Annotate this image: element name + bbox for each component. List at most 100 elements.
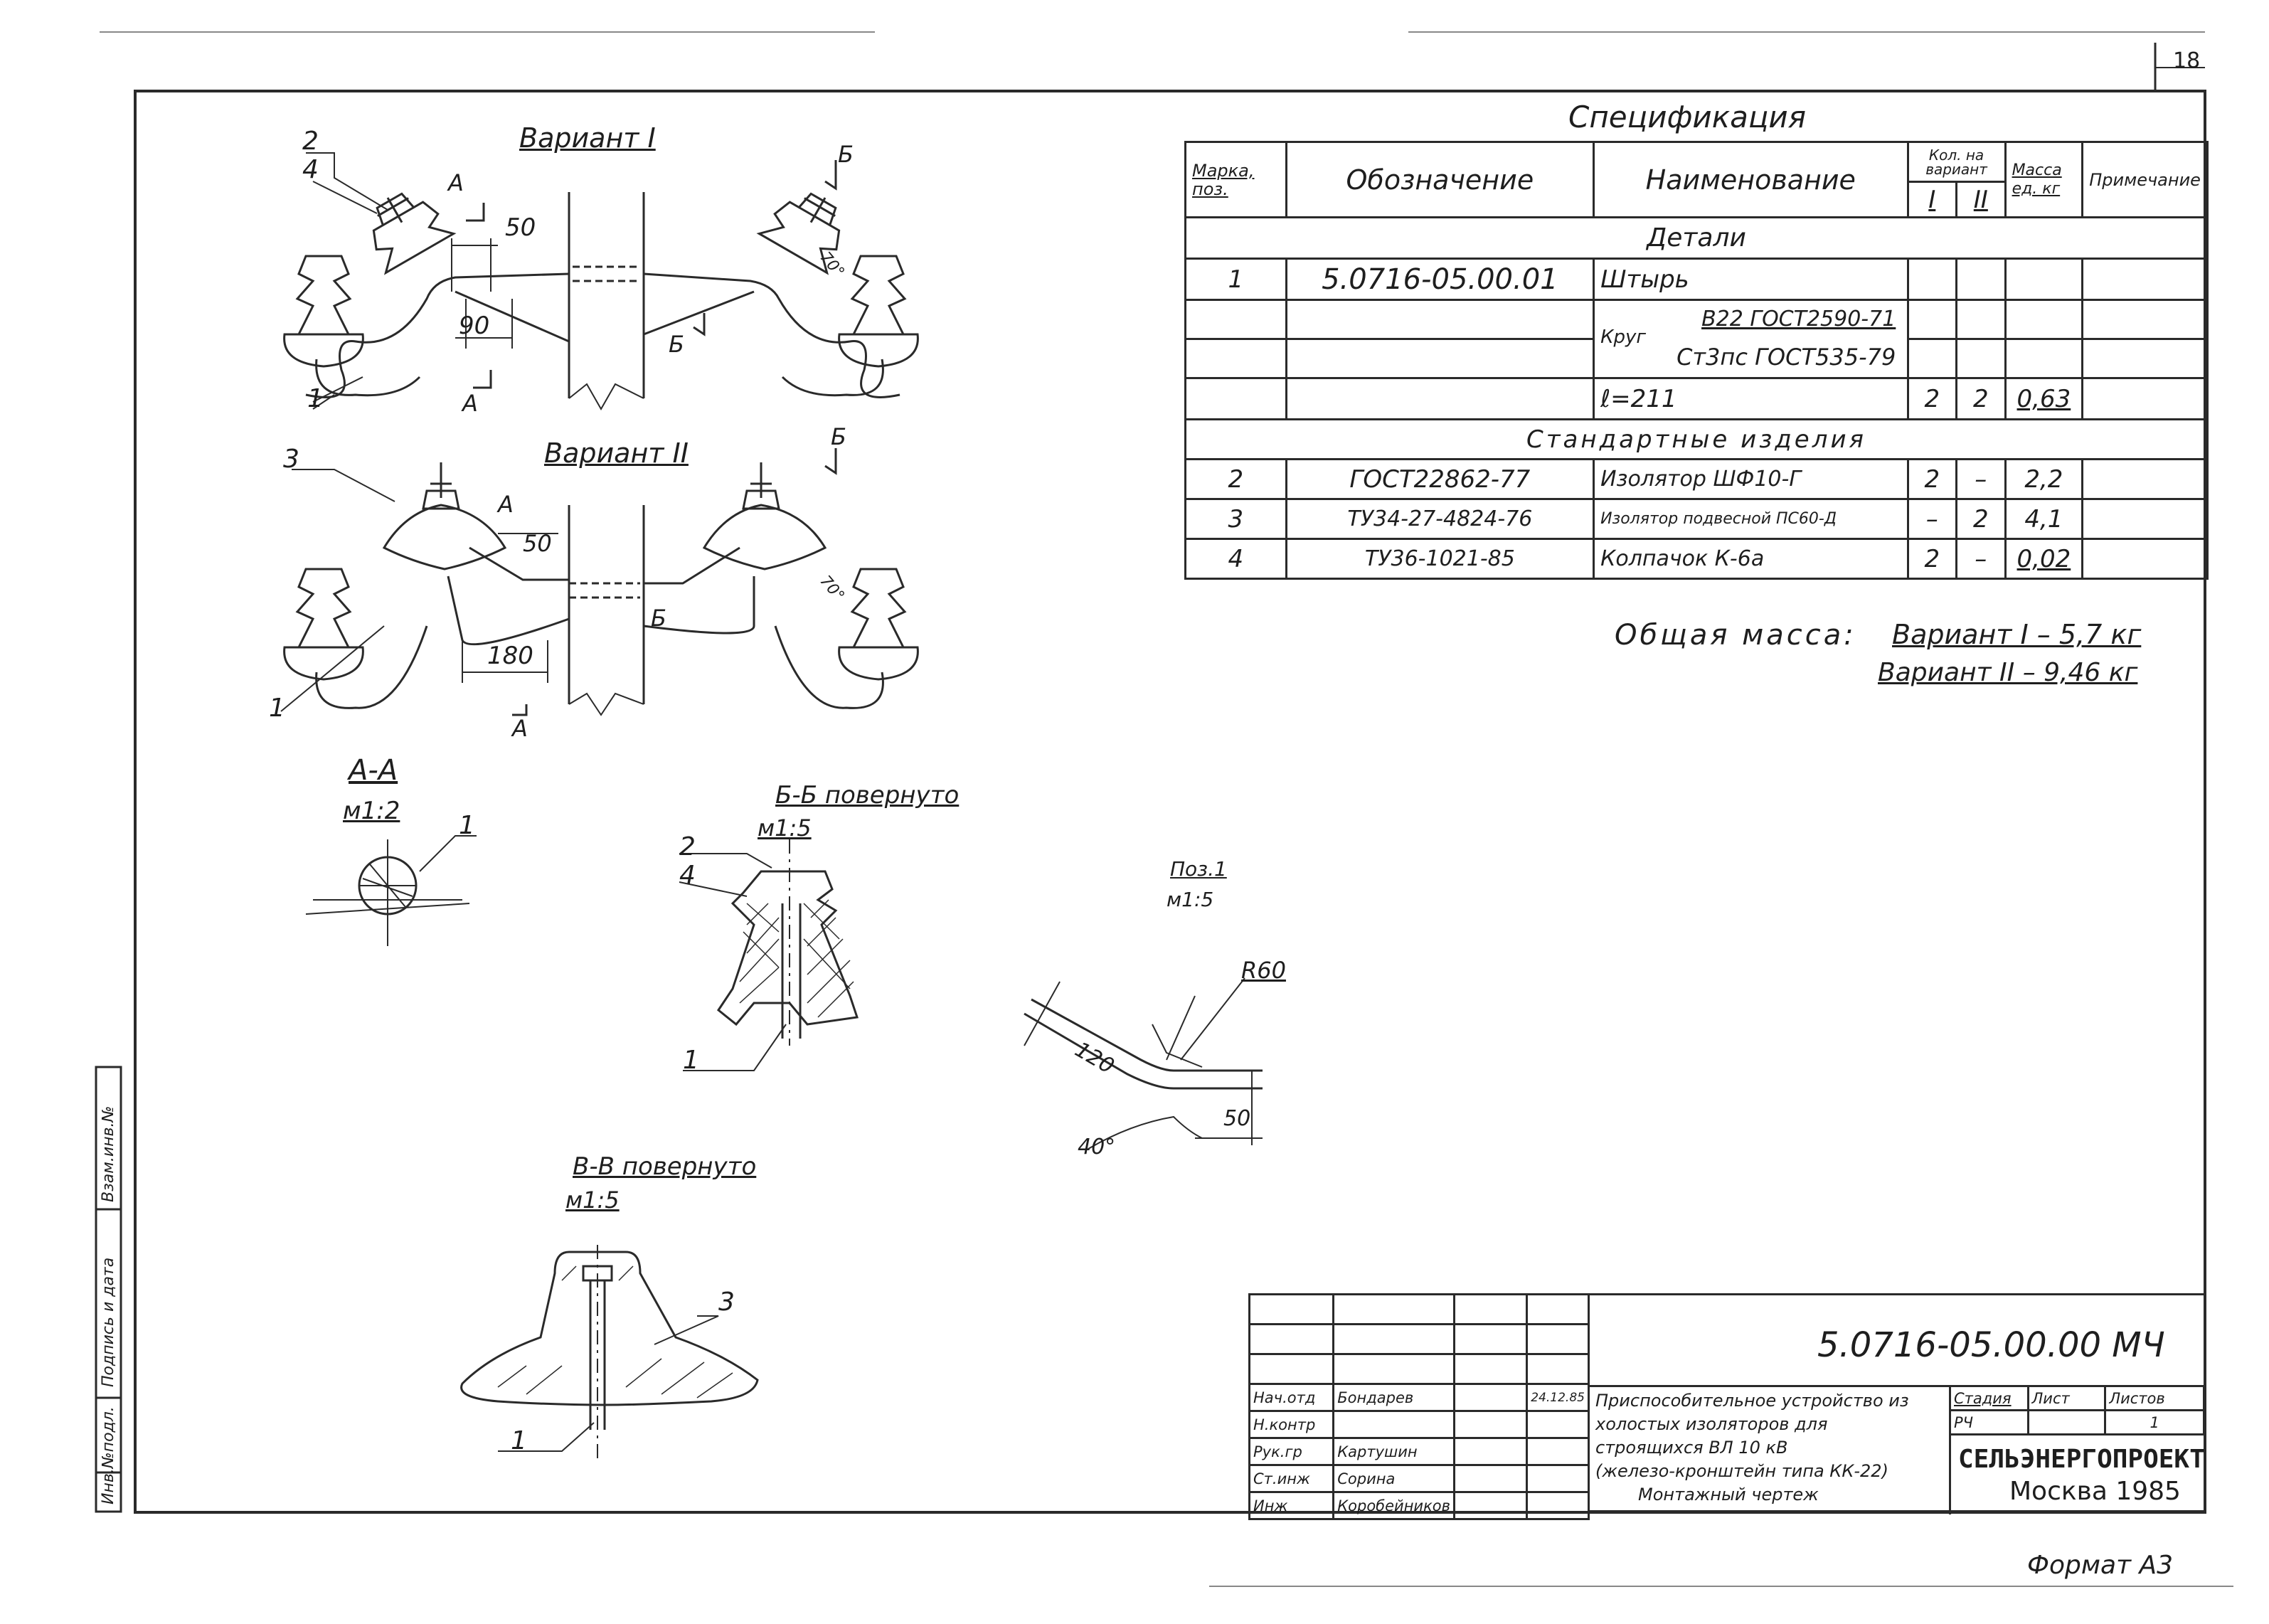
spec-row2-q1: 2 (1906, 458, 1958, 500)
spec-row3-designation: ТУ34-27-4824-76 (1285, 498, 1595, 540)
tb-date: 24.12.85 (1526, 1383, 1590, 1412)
title-block-left: Нач.отд Бондарев 24.12.85 Н.контр Рук.гр… (1248, 1293, 1590, 1520)
spec-rlen-q1: 2 (1906, 377, 1958, 420)
label-cut-b-mid-v1: Б (669, 331, 684, 358)
label-cut-a-top-v1: А (448, 169, 464, 196)
label-cut-b-top-v1: Б (838, 141, 854, 168)
label-pos2-bb: 2 (679, 832, 696, 861)
spec-row4-name: Колпачок К-6а (1593, 538, 1909, 580)
spec-header-qty-v2: II (1955, 181, 2007, 218)
section-aa-title: А-А (349, 754, 398, 787)
label-cut-b-top-v2: Б (831, 423, 846, 450)
spec-header-name: Наименование (1593, 141, 1909, 218)
section-bb-scale: м1:5 (758, 814, 812, 842)
spec-row2-name: Изолятор ШФ10-Г (1593, 458, 1909, 500)
spec-header-mark: Марка, поз. (1184, 141, 1287, 218)
label-pos2-v1: 2 (302, 127, 319, 156)
tb-sign-0 (1453, 1383, 1529, 1412)
dim-50-v2: 50 (523, 530, 552, 557)
dim-90-v1: 90 (459, 312, 490, 340)
tb-name-0: Бондарев (1332, 1383, 1456, 1412)
spec-header-qty-v1: I (1906, 181, 1958, 218)
tb-sheet-header: Лист (2026, 1385, 2107, 1411)
spec-total-v2: Вариант II – 9,46 кг (1878, 658, 2138, 687)
spec-row3-q1: – (1906, 498, 1958, 540)
spec-header-mass: Масса ед. кг (2004, 141, 2084, 218)
spec-row1-designation: 5.0716-05.00.01 (1285, 258, 1595, 301)
spec-row3-q2: 2 (1955, 498, 2007, 540)
stamp-inv-label: Инв.№подл. (100, 1406, 117, 1504)
dim-50-v1: 50 (505, 213, 536, 242)
spec-header-designation: Обозначение (1285, 141, 1595, 218)
label-cut-b-mid-v2: Б (651, 605, 666, 632)
spec-table: Марка, поз. Обозначение Наименование Кол… (1184, 141, 2209, 580)
spec-row3-pos: 3 (1184, 498, 1287, 540)
dim-180-v2: 180 (487, 642, 533, 670)
tb-name-1 (1332, 1410, 1456, 1439)
spec-total-v1: Вариант I – 5,7 кг (1892, 619, 2142, 650)
spec-row1-pos: 1 (1184, 258, 1287, 301)
format-label: Формат А3 (2027, 1551, 2174, 1580)
label-cut-a-top-v2: А (498, 491, 514, 518)
spec-header-note: Примечание (2081, 141, 2209, 218)
spec-row4-designation: ТУ36-1021-85 (1285, 538, 1595, 580)
section-vv-title: В-В повернуто (573, 1152, 757, 1181)
section-vv-scale: м1:5 (565, 1187, 620, 1214)
tb-sheets-value: 1 (2104, 1409, 2205, 1435)
spec-row2-pos: 2 (1184, 458, 1287, 500)
label-pos3-v2: 3 (283, 445, 299, 474)
spec-total-label: Общая масса: (1615, 619, 1856, 652)
tb-name-3: Сорина (1332, 1464, 1456, 1493)
pos1-dim-50: 50 (1223, 1106, 1251, 1131)
tb-description: Приспособительное устройство из холостых… (1595, 1389, 1944, 1507)
stamp-replace-label: Взам.инв.№ (100, 1105, 117, 1202)
tb-role-4: Инж (1248, 1491, 1335, 1520)
tb-name-4: Коробейников (1332, 1491, 1456, 1520)
spec-row2-q2: – (1955, 458, 2007, 500)
section-aa-scale: м1:2 (343, 797, 400, 825)
spec-row4-mass: 0,02 (2004, 538, 2084, 580)
spec-row2-mass: 2,2 (2004, 458, 2084, 500)
tb-desc-line-1: холостых изоляторов для (1595, 1414, 1828, 1434)
tb-stage-header: Стадия (1949, 1385, 2029, 1411)
tb-stage-table: Стадия Лист Листов РЧ 1 (1949, 1385, 2205, 1435)
tb-role-2: Рук.гр (1248, 1437, 1335, 1466)
tb-org: СЕЛЬЭНЕРГОПРОЕКТ (1958, 1445, 2205, 1474)
tb-desc-line-2: строящихся ВЛ 10 кВ (1595, 1438, 1788, 1458)
label-cut-a-bottom-v2: А (512, 715, 528, 742)
label-pos1-v1: 1 (307, 384, 324, 413)
tb-desc-line-0: Приспособительное устройство из (1595, 1391, 1909, 1411)
tb-desc-line-4: Монтажный чертеж (1638, 1485, 1819, 1504)
label-cut-a-bottom-v1: А (462, 390, 478, 417)
tb-sheets-header: Листов (2104, 1385, 2205, 1411)
spec-row1-name: Штырь (1593, 258, 1909, 301)
title-block-right: 5.0716-05.00.00 МЧ Приспособительное уст… (1590, 1293, 2205, 1514)
spec-rlen-name: ℓ=211 (1593, 377, 1909, 420)
spec-row3-name: Изолятор подвесной ПС60-Д (1593, 498, 1909, 540)
spec-row3-mass: 4,1 (2004, 498, 2084, 540)
label-pos1-v2: 1 (269, 694, 285, 723)
stamp-sign-label: Подпись и дата (100, 1257, 117, 1387)
section-bb-title: Б-Б повернуто (775, 781, 960, 810)
tb-desc-line-3: (железо-кронштейн типа КК-22) (1595, 1461, 1888, 1481)
tb-name-2: Картушин (1332, 1437, 1456, 1466)
spec-krug-cell: Круг В22 ГОСТ2590-71 Ст3пс ГОСТ535-79 (1593, 299, 1909, 379)
spec-row4-q2: – (1955, 538, 2007, 580)
tb-role-3: Ст.инж (1248, 1464, 1335, 1493)
spec-header-qty: Кол. на вариант (1906, 141, 2007, 183)
spec-rlen-mass: 0,63 (2004, 377, 2084, 420)
spec-krug-line2: Ст3пс ГОСТ535-79 (1676, 344, 1896, 371)
pos1-r60: R60 (1241, 957, 1286, 984)
variant2-title: Вариант II (544, 437, 689, 469)
spec-krug-line1: В22 ГОСТ2590-71 (1701, 307, 1896, 331)
tb-role-1: Н.контр (1248, 1410, 1335, 1439)
label-pos4-v1: 4 (302, 155, 319, 184)
spec-title: Спецификация (1568, 100, 1806, 134)
spec-row2-designation: ГОСТ22862-77 (1285, 458, 1595, 500)
pos1-angle-40: 40° (1078, 1135, 1116, 1159)
pos1-title: Поз.1 (1170, 857, 1227, 881)
label-pos1-aa: 1 (459, 811, 475, 840)
label-pos3-vv: 3 (718, 1288, 735, 1317)
spec-row4-pos: 4 (1184, 538, 1287, 580)
